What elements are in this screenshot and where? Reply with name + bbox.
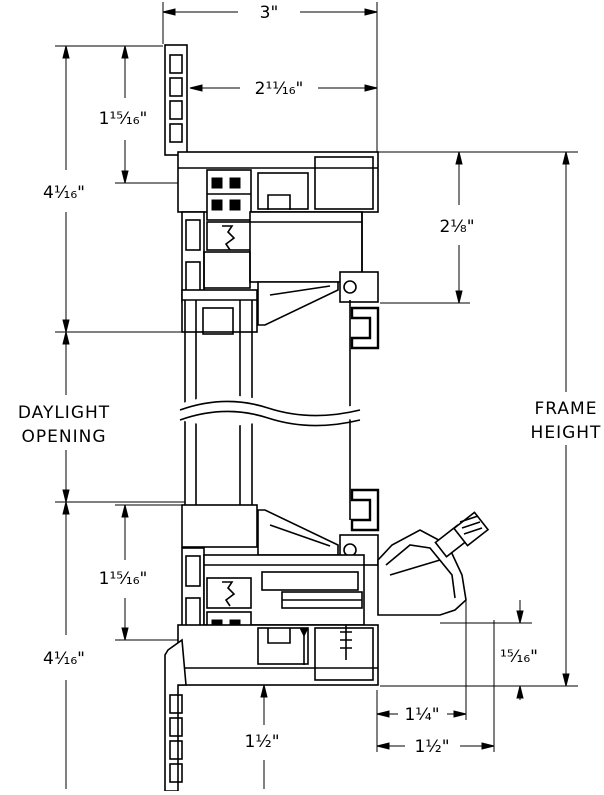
operator-handle xyxy=(377,511,490,616)
dimension-labels: 3" 2¹¹⁄₁₆" 1¹⁵⁄₁₆" 4¹⁄₁₆" 2¹⁄₈" DAYLIGHT… xyxy=(18,3,602,757)
dim-vent-width: 2¹¹⁄₁₆" xyxy=(255,79,304,99)
dim-sill-depth-b: 1¹⁄₂" xyxy=(414,737,449,757)
dim-head-sightline: 1¹⁵⁄₁₆" xyxy=(99,109,148,129)
dim-sill-depth-a: 1¹⁄₄" xyxy=(404,705,439,725)
head-frame-section xyxy=(164,44,380,350)
dim-sill-offset: 1¹⁄₂" xyxy=(244,732,279,752)
daylight-opening-label-line2: OPENING xyxy=(22,427,107,447)
dim-sill-sightline: 1¹⁵⁄₁₆" xyxy=(99,569,148,589)
dim-sill-small: ¹⁵⁄₁₆" xyxy=(500,647,538,667)
frame-height-label-line1: FRAME xyxy=(535,399,598,419)
sill-frame-section xyxy=(164,488,380,792)
dim-sill-total: 4¹⁄₁₆" xyxy=(43,649,85,669)
glazing-section xyxy=(179,300,361,535)
frame-height-label-line2: HEIGHT xyxy=(531,423,602,443)
daylight-opening-label-line1: DAYLIGHT xyxy=(18,403,110,423)
dim-head-frame: 2¹⁄₈" xyxy=(439,217,474,237)
dim-top-width: 3" xyxy=(260,3,279,23)
dim-head-total: 4¹⁄₁₆" xyxy=(43,183,85,203)
